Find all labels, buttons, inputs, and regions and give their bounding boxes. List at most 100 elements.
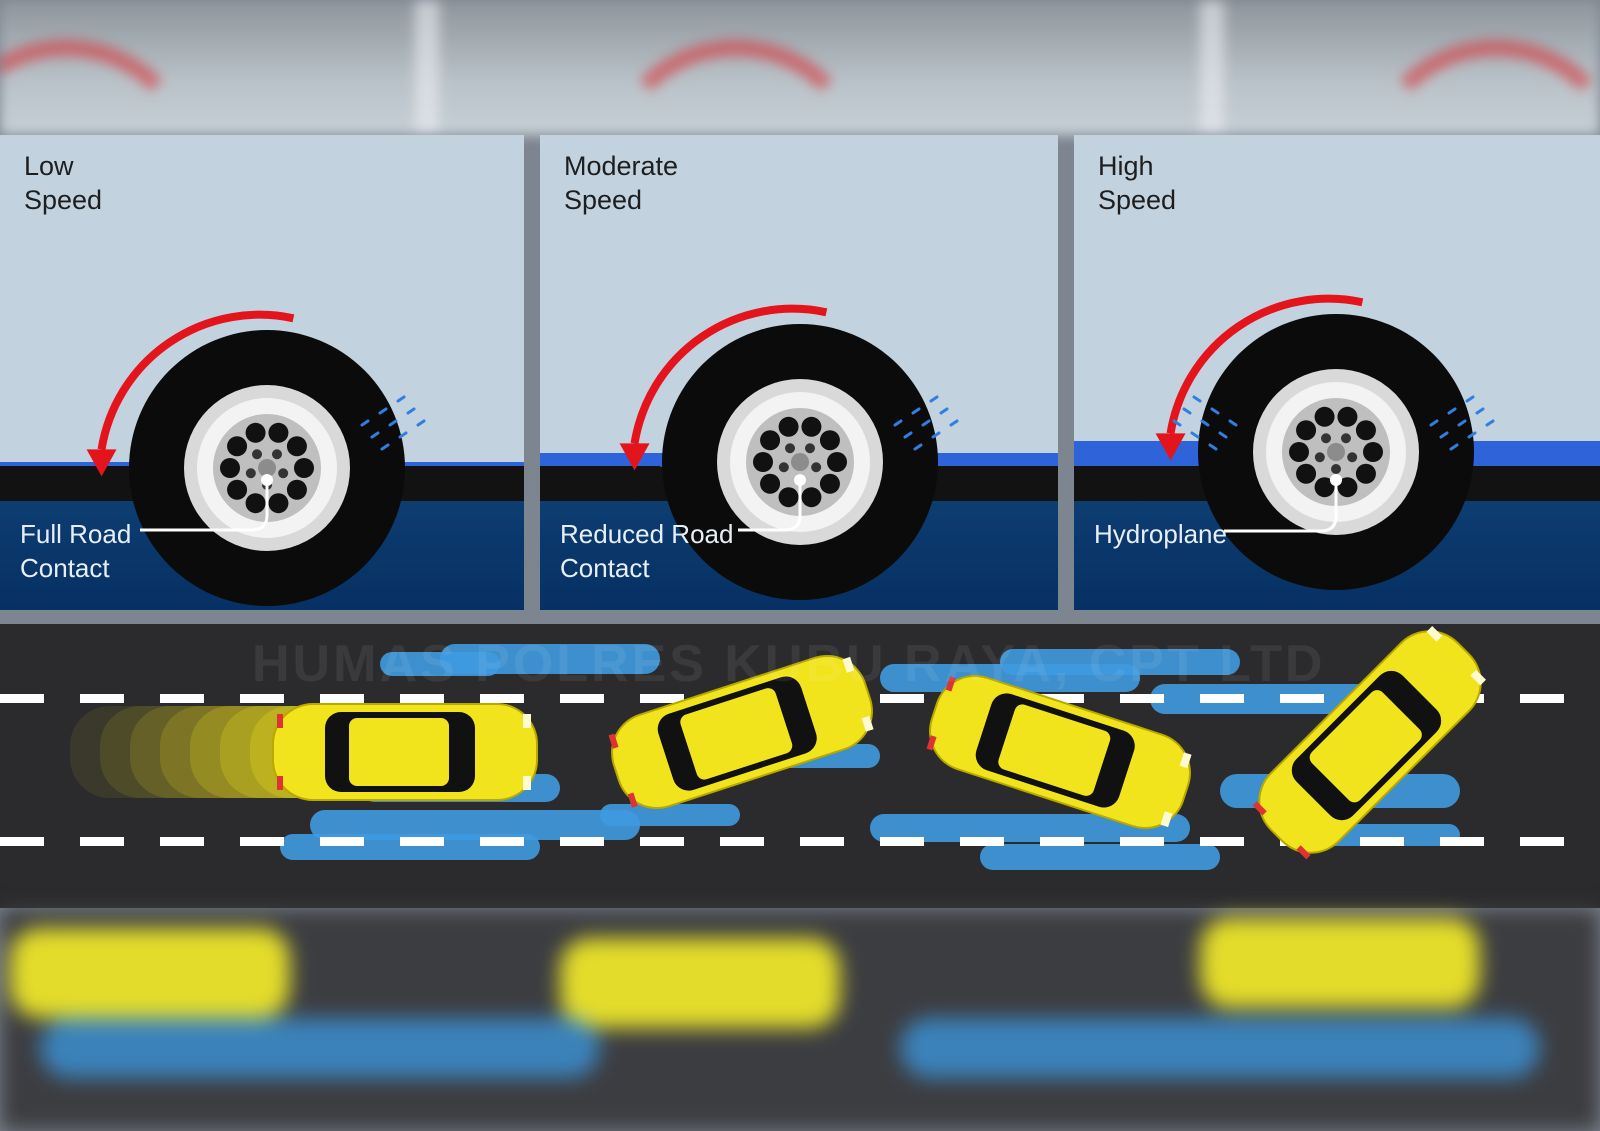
rim-hole [1337,406,1358,427]
blurred-background-bottom [0,908,1600,1131]
lug-nut [785,443,796,454]
lane-marking [80,837,124,846]
lug-nut [1314,452,1325,463]
car-roof [349,718,449,786]
arrow-head [86,449,117,477]
lane-marking [1440,837,1484,846]
water-splash [370,431,380,439]
headlight [523,714,531,728]
lane-marking [160,837,204,846]
lane-marking [1520,837,1564,846]
panel-high-speed: High Speed Hydroplane [1074,135,1600,610]
lane-marking [1360,837,1404,846]
water-splash [931,431,941,439]
blurred-water [40,1018,600,1078]
car-roof [998,704,1111,796]
contact-label: Reduced Road Contact [560,519,734,583]
contact-label: Hydroplane [1094,519,1227,549]
water-splash [416,419,426,427]
water-splash [911,407,921,415]
lane-marking [1040,837,1084,846]
headlight [842,656,855,673]
rim-hole [819,430,840,451]
water-splash [388,419,398,427]
rim-hole [778,487,799,508]
center-cap [1327,443,1345,461]
rotation-arrow [97,310,295,451]
taillight [1296,845,1311,860]
car-roof [680,688,793,780]
headlight [861,715,874,732]
lug-nut [245,468,256,479]
lane-marking [1120,837,1164,846]
speed-label: High Speed [1098,151,1177,215]
rim-hole [760,473,781,494]
lane-marking [800,837,844,846]
rim-hole [1296,463,1317,484]
lane-marking [1040,694,1084,703]
car [1252,626,1486,860]
road-illustration: HUMAS POLRES KUBU RAYA, CPT LTD [0,624,1600,908]
taillight [277,714,283,728]
watermark: HUMAS POLRES KUBU RAYA, CPT LTD [252,635,1326,693]
water-puddle [600,804,740,826]
rim-hole [753,452,773,472]
rim-hole [1314,406,1335,427]
lug-nut [811,462,822,473]
water-splash [1449,443,1459,451]
speed-label: Moderate Speed [564,151,679,215]
water-splash [1218,431,1228,439]
lane-marking [320,694,364,703]
taillight [627,792,638,808]
speed-label: Low Speed [24,151,103,215]
water-splash [1200,419,1210,427]
water-splash [1465,395,1475,403]
rim-hole [227,436,248,457]
blurred-arrow [600,40,872,135]
water-splash [1475,407,1485,415]
rim-hole [1314,477,1335,498]
motion-trail [70,706,330,798]
rim-hole [760,430,781,451]
blurred-water [900,1018,1540,1078]
lane-marking [240,694,284,703]
water-splash [1182,407,1192,415]
lane-marking [400,837,444,846]
rim-hole [1355,420,1376,441]
rim-hole [1355,463,1376,484]
tire-diagram [86,310,426,606]
taillight [277,776,283,790]
taillight [926,735,937,751]
lane-marking [400,694,444,703]
rim-hole [1289,442,1309,462]
headlight [1179,752,1192,769]
lane-marking [1120,694,1164,703]
lug-nut [252,449,263,460]
leader-line [140,480,269,532]
arrow-head [619,443,650,471]
water-splash [1172,419,1182,427]
water-splash [406,407,416,415]
lane-marking [240,837,284,846]
blurred-arrow [0,40,202,135]
water-splash [1192,395,1202,403]
rim-hole [268,422,289,443]
headlight [1426,626,1443,642]
lane-marking [0,837,44,846]
rim-hole [245,493,266,514]
blurred-divider [1200,0,1224,135]
water-puddle [1000,649,1240,675]
car [272,703,538,801]
lane-marking [1200,837,1244,846]
rim-hole [220,458,240,478]
lane-marking [1520,694,1564,703]
contact-label: Full Road Contact [20,519,132,583]
water-splash [1485,419,1495,427]
water-puddle [310,810,640,840]
tire-diagram [619,304,959,600]
water-splash [380,443,390,451]
lane-marking [560,837,604,846]
water-splash [1439,431,1449,439]
lane-marking [1200,694,1244,703]
rotation-arrow [1166,294,1364,435]
